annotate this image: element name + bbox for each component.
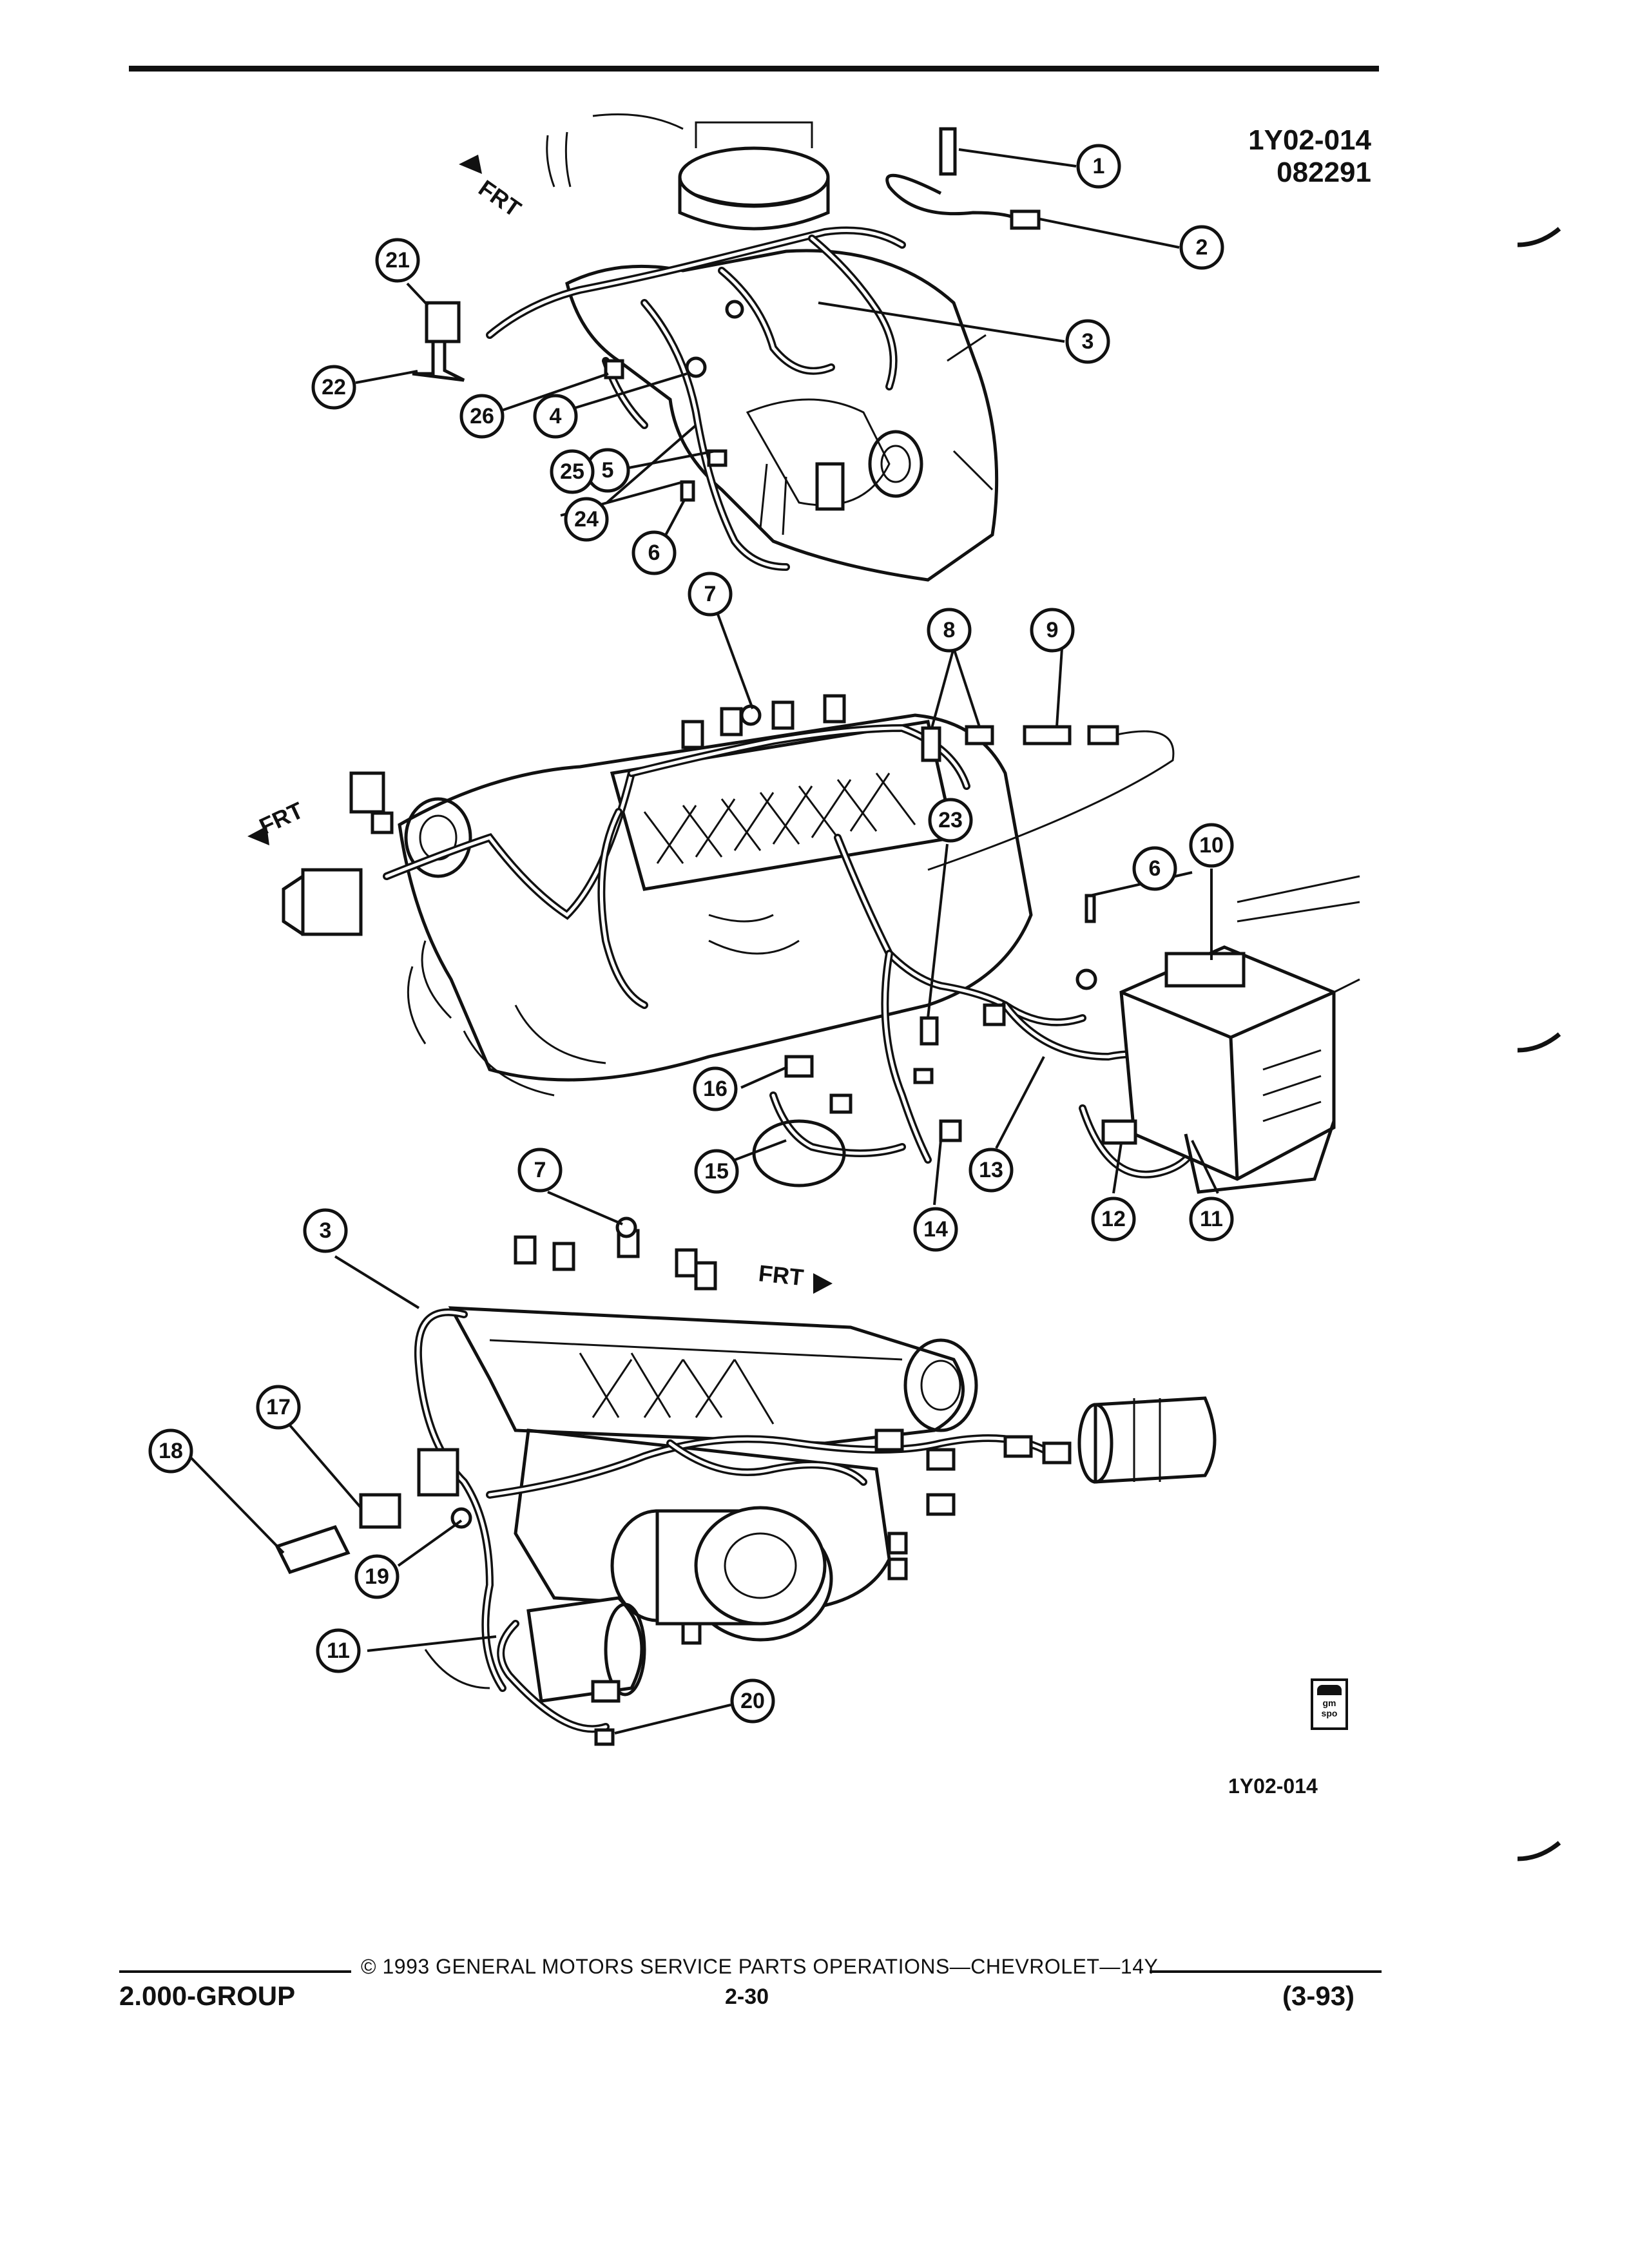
callout-12: 12 (1091, 1196, 1136, 1242)
svg-text:6: 6 (1149, 856, 1161, 881)
svg-text:5: 5 (602, 458, 614, 483)
callout-3: 3 (1065, 319, 1110, 364)
svg-text:15: 15 (704, 1159, 729, 1184)
svg-text:8: 8 (943, 618, 956, 642)
callout-22: 22 (311, 365, 356, 410)
svg-text:25: 25 (560, 459, 584, 484)
callout-8: 8 (927, 608, 972, 653)
svg-text:19: 19 (365, 1564, 389, 1589)
svg-text:26: 26 (470, 404, 494, 428)
svg-text:1: 1 (1093, 154, 1105, 178)
svg-text:12: 12 (1101, 1207, 1126, 1231)
svg-text:16: 16 (703, 1077, 728, 1101)
edge-mark (1517, 1841, 1561, 1861)
svg-text:20: 20 (740, 1689, 765, 1713)
callout-17: 17 (256, 1385, 301, 1430)
callout-7a: 7 (688, 572, 733, 617)
copyright-notice: © 1993 GENERAL MOTORS SERVICE PARTS OPER… (361, 1955, 1159, 1978)
figure-code-bottom: 1Y02-014 (1228, 1774, 1318, 1798)
svg-text:7: 7 (704, 582, 717, 606)
edge-mark (1517, 1032, 1561, 1053)
svg-text:6: 6 (648, 541, 660, 565)
front-direction-arrow-top: FRT (459, 155, 526, 222)
svg-text:9: 9 (1046, 618, 1059, 642)
callout-11b: 11 (316, 1628, 361, 1673)
callout-26: 26 (459, 394, 505, 439)
svg-text:11: 11 (327, 1639, 350, 1663)
revision-date: (3-93) (1282, 1981, 1355, 2011)
svg-text:24: 24 (574, 507, 599, 532)
svg-text:18: 18 (159, 1439, 183, 1463)
svg-text:21: 21 (385, 248, 410, 273)
callout-6: 6 (631, 530, 677, 575)
callout-4: 4 (533, 394, 578, 439)
callout-11a: 11 (1189, 1196, 1234, 1242)
callout-13: 13 (969, 1148, 1014, 1193)
callout-16: 16 (693, 1066, 738, 1111)
footer-right-rule (1150, 1970, 1382, 1973)
leader-lines (187, 148, 1219, 1735)
callout-25: 25 (550, 449, 595, 494)
callout-20: 20 (730, 1678, 775, 1724)
callout-24: 24 (564, 497, 609, 542)
callout-6b: 6 (1132, 846, 1177, 891)
callout-2: 2 (1179, 225, 1224, 270)
callout-9: 9 (1030, 608, 1075, 653)
callout-18: 18 (148, 1428, 193, 1474)
svg-text:22: 22 (322, 375, 346, 399)
svg-text:7: 7 (534, 1158, 546, 1182)
svg-text:10: 10 (1199, 833, 1224, 858)
svg-text:11: 11 (1200, 1207, 1223, 1231)
callout-21: 21 (375, 238, 420, 283)
svg-text:13: 13 (979, 1158, 1003, 1182)
middle-view-engine (282, 694, 1360, 1194)
callout-1: 1 (1076, 144, 1121, 189)
page-number: 2-30 (725, 1984, 769, 2009)
callout-15: 15 (694, 1149, 739, 1194)
callout-23: 23 (928, 798, 973, 843)
group-label: 2.000-GROUP (119, 1981, 296, 2011)
svg-text:FRT: FRT (255, 797, 307, 840)
callout-10: 10 (1189, 823, 1234, 868)
figure-date-code: 082291 (1277, 157, 1371, 188)
top-view-engine (412, 113, 1041, 582)
svg-text:FRT: FRT (757, 1260, 805, 1291)
top-rule (129, 66, 1379, 72)
front-direction-arrow-bottom: FRT (757, 1260, 833, 1294)
front-direction-arrow-middle: FRT (247, 797, 307, 845)
callout-7b: 7 (517, 1148, 563, 1193)
svg-text:4: 4 (550, 404, 562, 428)
callout-19: 19 (354, 1554, 400, 1599)
svg-text:17: 17 (266, 1395, 291, 1419)
edge-mark (1517, 227, 1561, 247)
svg-text:3: 3 (320, 1218, 332, 1243)
svg-text:FRT: FRT (474, 175, 526, 222)
bottom-view-engine (275, 1216, 1217, 1746)
svg-text:3: 3 (1082, 329, 1094, 354)
svg-text:2: 2 (1196, 235, 1208, 260)
svg-text:23: 23 (938, 808, 963, 832)
figure-code: 1Y02-014 (1248, 124, 1371, 156)
callout-14: 14 (913, 1207, 958, 1252)
callout-3b: 3 (303, 1208, 348, 1253)
footer-left-rule (119, 1970, 351, 1973)
svg-text:14: 14 (923, 1217, 948, 1242)
